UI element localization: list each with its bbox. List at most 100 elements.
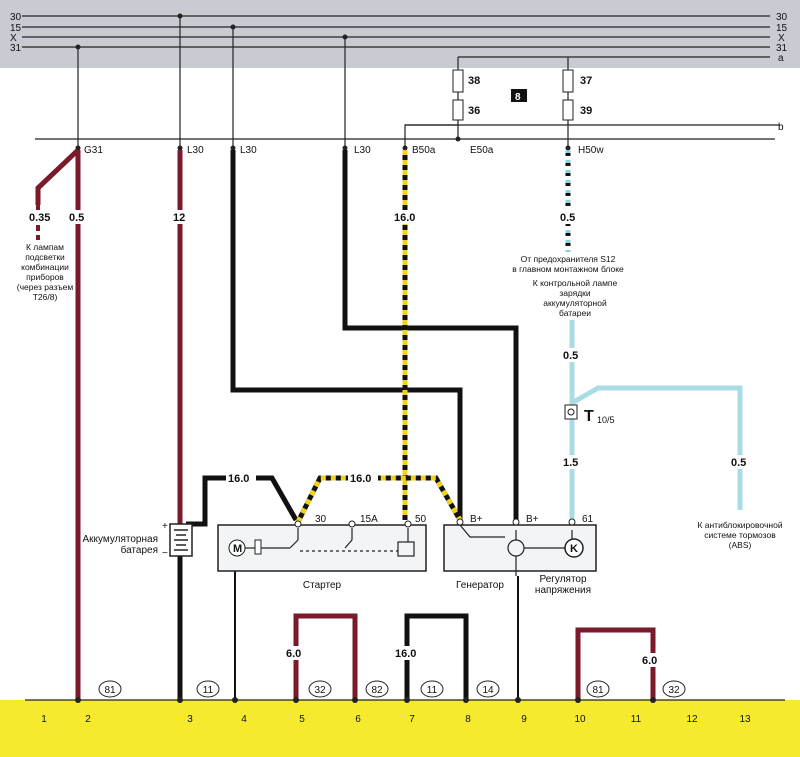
ground-point-14: 14 — [482, 685, 494, 696]
bus-label-30-right: 30 — [776, 12, 788, 23]
ground-points: 81 11 32 82 11 14 81 32 — [98, 680, 686, 698]
bus-junctions — [75, 13, 571, 151]
wire-black-starter-30 — [186, 475, 299, 527]
starter-terminal-30: 30 — [315, 514, 327, 525]
gauge-60b: 6.0 — [642, 655, 657, 667]
bus-label-x-left: X — [10, 33, 17, 44]
position-3: 3 — [187, 714, 193, 725]
ground-point-11a: 11 — [203, 685, 214, 696]
generator-terminal-b1: B+ — [470, 514, 483, 525]
bus-drops — [77, 16, 780, 148]
note-lamps-2: подсветки — [25, 252, 65, 262]
note-s12-1: От предохранителя S12 — [521, 254, 616, 264]
position-6: 6 — [355, 714, 361, 725]
battery-plus: + — [162, 521, 168, 532]
bus-label-15-left: 15 — [10, 23, 22, 34]
bus-label-31-right: 31 — [776, 43, 788, 54]
fuse-36 — [452, 99, 464, 121]
ground-band — [0, 700, 800, 757]
position-12: 12 — [686, 714, 698, 725]
terminal-l30-1: L30 — [187, 145, 204, 156]
note-abs-2: системе тормозов — [704, 530, 776, 540]
note-lamps-5: (через разъем — [17, 282, 74, 292]
bus-label-x-right: X — [778, 33, 785, 44]
bus-label-a: a — [778, 53, 784, 64]
note-lamps-3: комбинации — [21, 262, 69, 272]
bus-label-15-right: 15 — [776, 23, 788, 34]
position-8: 8 — [465, 714, 471, 725]
fuse-37-label: 37 — [580, 75, 592, 87]
bus-band — [0, 0, 800, 68]
generator: B+ B+ 61 K Генератор Регулятор напряжени… — [443, 514, 597, 596]
fuse-39 — [562, 99, 574, 121]
position-9: 9 — [521, 714, 527, 725]
gauge-15: 1.5 — [563, 457, 578, 469]
fuse-39-label: 39 — [580, 105, 592, 117]
fuse-38-label: 38 — [468, 75, 480, 87]
fuse-37 — [562, 69, 574, 93]
gauge-035: 0.35 — [29, 212, 50, 224]
battery-label-2: батарея — [121, 544, 158, 556]
generator-terminal-b2: B+ — [526, 514, 539, 525]
relay-badge-label: 8 — [515, 92, 521, 103]
generator-label: Генератор — [456, 580, 504, 591]
battery: + − Аккумуляторная батарея — [82, 521, 193, 559]
connector-name: T — [584, 408, 594, 425]
connector-sub: 10/5 — [597, 415, 615, 425]
wire-cyan-abs — [570, 385, 743, 510]
note-charge-4: батареи — [559, 308, 591, 318]
note-charge-3: аккумуляторной — [543, 298, 607, 308]
wire-gauges: 0.35 0.5 12 16.0 0.5 0.5 1.5 0.5 16.0 16… — [28, 210, 750, 667]
gauge-16a: 16.0 — [394, 212, 415, 224]
wire-red-lamps — [35, 148, 80, 205]
position-7: 7 — [409, 714, 415, 725]
note-charge-2: зарядки — [559, 288, 591, 298]
terminal-g31: G31 — [84, 145, 103, 156]
notes: К лампам подсветки комбинации приборов (… — [17, 242, 783, 550]
position-5: 5 — [299, 714, 305, 725]
connector-t10-5: T 10/5 — [564, 404, 615, 425]
starter-motor-symbol: M — [233, 543, 242, 555]
ground-point-32a: 32 — [314, 685, 326, 696]
position-10: 10 — [574, 714, 586, 725]
bus-label-30-left: 30 — [10, 12, 22, 23]
battery-minus: − — [162, 548, 168, 559]
terminal-labels: G31 L30 L30 L30 B50a E50a H50w — [84, 145, 604, 156]
wires — [35, 148, 743, 700]
regulator-terminal-61: 61 — [582, 514, 594, 525]
terminal-e50a: E50a — [470, 145, 494, 156]
regulator-symbol: K — [570, 543, 578, 555]
note-lamps-6: Т26/8) — [33, 292, 58, 302]
starter-terminal-50: 50 — [415, 514, 427, 525]
fuse-36-label: 36 — [468, 105, 480, 117]
position-2: 2 — [85, 714, 91, 725]
ground-point-82: 82 — [371, 685, 383, 696]
gauge-12: 12 — [173, 212, 185, 224]
ground-point-81a: 81 — [104, 685, 116, 696]
terminal-l30-3: L30 — [354, 145, 371, 156]
gauge-05d: 0.5 — [731, 457, 746, 469]
gauge-60a: 6.0 — [286, 648, 301, 660]
wire-yellow-starter-loop-stripe — [295, 475, 463, 524]
starter: M 30 15A 50 Стартер — [217, 514, 427, 591]
note-lamps-1: К лампам — [26, 242, 64, 252]
bus-label-31-left: 31 — [10, 43, 22, 54]
gauge-16d: 16.0 — [395, 648, 416, 660]
bus-label-b: b — [778, 122, 784, 133]
position-numbers: 1 2 3 4 5 6 7 8 9 10 11 12 13 — [41, 714, 751, 725]
terminal-b50a: B50a — [412, 145, 436, 156]
position-13: 13 — [739, 714, 751, 725]
starter-label: Стартер — [303, 580, 342, 591]
ground-point-11b: 11 — [427, 685, 438, 696]
gauge-05b: 0.5 — [560, 212, 575, 224]
note-s12-2: в главном монтажном блоке — [512, 264, 624, 274]
note-lamps-4: приборов — [26, 272, 64, 282]
ground-junctions — [75, 697, 656, 703]
note-abs-1: К антиблокировочной — [697, 520, 782, 530]
regulator-label-2: напряжения — [535, 585, 591, 596]
wire-black-l30-regulator — [342, 150, 519, 520]
position-11: 11 — [631, 714, 642, 725]
relay-badge — [511, 89, 527, 102]
gauge-05c: 0.5 — [563, 350, 578, 362]
